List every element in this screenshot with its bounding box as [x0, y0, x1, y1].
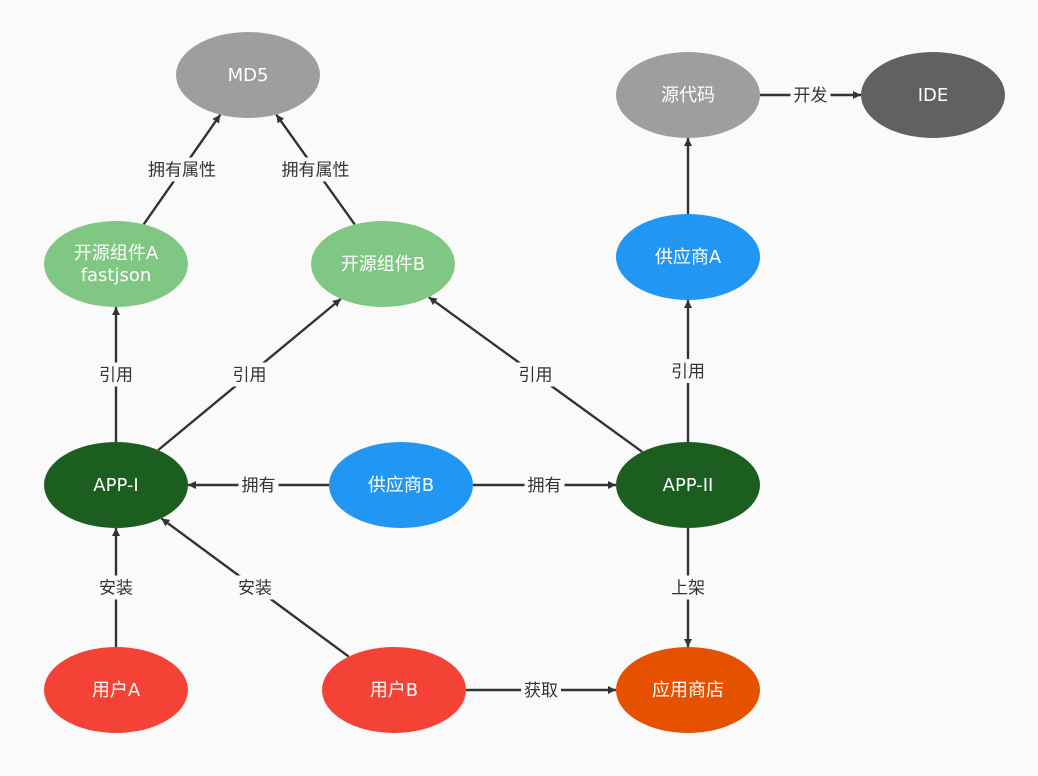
node-label: 开源组件B [341, 254, 425, 275]
node-label: IDE [918, 85, 949, 106]
edge-label: 安装 [238, 579, 272, 599]
edge-oss_b-md5: 拥有属性 [275, 113, 356, 226]
node-oss-b[interactable]: 开源组件B [311, 221, 455, 307]
node-label: 源代码 [661, 85, 715, 106]
edge-label: 拥有属性 [148, 161, 216, 181]
edge-user_a-app1: 安装 [96, 528, 136, 647]
node-shape [322, 647, 466, 733]
node-app2[interactable]: APP-II [616, 442, 760, 528]
edge-label-background [96, 575, 136, 600]
node-user-a[interactable]: 用户A [44, 647, 188, 733]
node-shape [44, 647, 188, 733]
edge-user_b-app1: 安装 [160, 517, 350, 658]
edge-vendor_b-app1: 拥有 [188, 473, 329, 497]
edge-label: 引用 [519, 366, 553, 386]
node-shape [329, 442, 473, 528]
node-shape [44, 442, 188, 528]
node-vendor-b[interactable]: 供应商B [329, 442, 473, 528]
node-vendor-a[interactable]: 供应商A [616, 214, 760, 300]
edge-source-ide: 开发 [760, 83, 861, 107]
node-shape [616, 442, 760, 528]
edge-label: 引用 [671, 362, 705, 382]
edge-app2-store: 上架 [668, 528, 708, 647]
node-shape [44, 221, 188, 307]
edge-label-background [668, 359, 708, 383]
edge-label-background [238, 473, 279, 497]
node-label: 用户A [92, 680, 141, 701]
node-ide[interactable]: IDE [861, 52, 1005, 138]
node-label: MD5 [228, 65, 269, 86]
edge-app1-oss_a: 引用 [96, 307, 136, 442]
node-shape [616, 214, 760, 300]
node-app1[interactable]: APP-I [44, 442, 188, 528]
edge-oss_a-md5: 拥有属性 [142, 113, 222, 226]
edge-label-background [235, 575, 275, 600]
edge-label: 上架 [671, 579, 705, 599]
node-shape [311, 221, 455, 307]
edge-label-background [96, 362, 136, 387]
node-label: APP-I [93, 475, 138, 496]
edge-label: 引用 [99, 366, 133, 386]
node-label: fastjson [81, 265, 152, 286]
node-source-code[interactable]: 源代码 [616, 52, 760, 138]
node-shape [616, 647, 760, 733]
edge-app1-oss_b: 引用 [157, 297, 342, 452]
edge-label-background [145, 157, 219, 182]
edge-app2-vendor_a: 引用 [668, 300, 708, 442]
edge-label: 拥有 [528, 476, 562, 496]
edge-label: 开发 [794, 86, 828, 106]
edge-label: 拥有属性 [282, 161, 350, 181]
edge-app2-oss_b: 引用 [428, 296, 643, 453]
edge-label-background [668, 575, 708, 600]
edge-label-background [790, 83, 831, 107]
edge-label: 引用 [233, 366, 267, 386]
node-shape [176, 32, 320, 118]
node-label: 开源组件A [74, 243, 159, 264]
edge-label-background [515, 362, 556, 387]
node-shape [861, 52, 1005, 138]
node-label: APP-II [663, 475, 714, 496]
edge-label-background [521, 678, 561, 702]
edge-label-background [229, 362, 270, 387]
edge-label: 拥有 [242, 476, 276, 496]
node-app-store[interactable]: 应用商店 [616, 647, 760, 733]
node-label: 供应商A [655, 247, 722, 268]
edge-vendor_b-app2: 拥有 [473, 473, 616, 497]
node-user-b[interactable]: 用户B [322, 647, 466, 733]
edge-user_b-store: 获取 [466, 678, 616, 702]
node-md5[interactable]: MD5 [176, 32, 320, 118]
node-label: 用户B [370, 680, 418, 701]
node-shape [616, 52, 760, 138]
edge-label-background [278, 157, 353, 182]
edge-label: 安装 [99, 579, 133, 599]
node-label: 应用商店 [652, 680, 724, 701]
edge-label-background [524, 473, 565, 497]
edge-label: 获取 [524, 681, 558, 701]
node-label: 供应商B [368, 475, 434, 496]
